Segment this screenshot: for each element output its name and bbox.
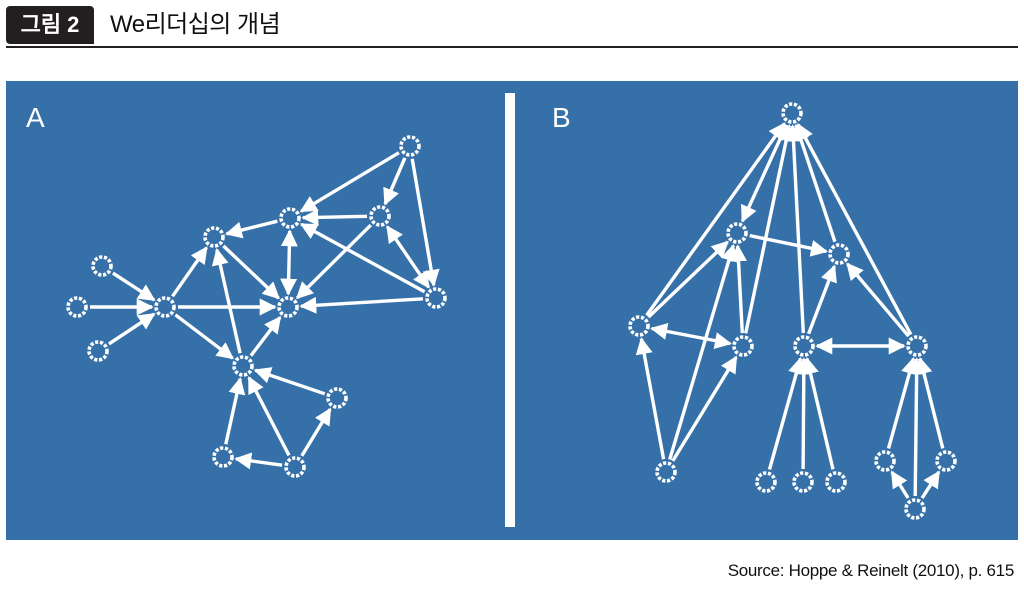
- gear-node-icon: [755, 471, 777, 493]
- arrow-edge-a9-a6: [301, 208, 368, 226]
- panel-b-label: B: [552, 102, 571, 133]
- arrow-edge-b1-b2: [740, 124, 789, 223]
- arrow-edge-b14-b12: [890, 470, 910, 499]
- arrow-edge-b7-b3: [846, 262, 910, 338]
- gear-node-icon: [399, 135, 421, 157]
- arrow-edge-a14-a13: [234, 452, 283, 470]
- arrow-edge-b14-b7: [908, 357, 926, 497]
- gear-node-icon: [655, 461, 677, 483]
- arrow-edge-b7-b1: [796, 123, 913, 336]
- panel-divider: [505, 93, 515, 527]
- gear-node-icon: [825, 471, 847, 493]
- arrow-edge-a5-a7: [222, 244, 280, 300]
- network-diagram: A B: [6, 81, 1018, 540]
- arrow-edge-a8-a7: [249, 315, 282, 357]
- network-edges: [90, 122, 945, 500]
- arrow-edge-b11-b6: [802, 357, 835, 470]
- arrow-edge-b10-b6: [795, 357, 813, 470]
- arrow-edge-b3-b1: [792, 123, 837, 243]
- arrow-edge-b6-b1: [784, 124, 805, 334]
- arrow-edge-b6-b3: [807, 264, 837, 335]
- arrow-edge-b4-b1: [645, 122, 786, 317]
- arrow-edge-a3-a4: [107, 312, 156, 346]
- gear-node-icon: [203, 226, 225, 248]
- panel-a-label: A: [26, 102, 45, 133]
- arrow-edge-b5-b1: [744, 124, 795, 334]
- arrow-edge-b4-b5: [650, 323, 732, 349]
- arrow-edge-a10-a6: [299, 151, 400, 213]
- gear-node-icon: [874, 450, 896, 472]
- arrow-edge-a6-a5: [224, 219, 278, 239]
- gear-node-icon: [828, 243, 850, 265]
- arrow-edge-b13-b7: [915, 356, 945, 449]
- gear-node-icon: [232, 355, 254, 377]
- gear-node-icon: [628, 315, 650, 337]
- gear-node-icon: [369, 205, 391, 227]
- arrow-edge-a12-a8: [253, 367, 326, 396]
- arrow-edge-a9-a7: [295, 223, 372, 300]
- arrow-edge-b8-b4: [635, 337, 666, 460]
- figure-number-badge: 그림 2: [6, 6, 94, 44]
- arrow-edge-a14-a8: [247, 376, 291, 457]
- arrow-edge-a14-a12: [300, 407, 332, 457]
- arrow-edge-a4-a8: [174, 313, 234, 360]
- arrow-edge-a6-a7: [280, 229, 298, 296]
- arrow-edge-a11-a9: [385, 225, 431, 289]
- arrow-edge-b5-b2: [730, 244, 747, 334]
- gear-node-icon: [732, 335, 754, 357]
- gear-node-icon: [279, 207, 301, 229]
- arrow-edge-a8-a5: [211, 248, 242, 354]
- source-citation: Source: Hoppe & Reinelt (2010), p. 615: [727, 561, 1015, 580]
- gear-node-icon: [91, 255, 113, 277]
- gear-node-icon: [425, 287, 447, 309]
- gear-node-icon: [66, 296, 88, 318]
- figure-header: 그림 2 We리더십의 개념: [6, 6, 1018, 50]
- gear-node-icon: [726, 222, 748, 244]
- gear-node-icon: [904, 498, 926, 520]
- gear-node-icon: [326, 387, 348, 409]
- arrow-edge-b4-b2: [647, 240, 729, 319]
- gear-node-icon: [781, 102, 803, 124]
- header-rule: [6, 46, 1018, 48]
- gear-node-icon: [935, 450, 957, 472]
- arrow-edge-b8-b5: [671, 355, 738, 462]
- gear-node-icon: [284, 456, 306, 478]
- arrow-edge-b9-b6: [767, 356, 805, 470]
- arrow-edge-a10-a9: [383, 157, 407, 206]
- network-nodes: [66, 102, 957, 520]
- gear-node-icon: [793, 335, 815, 357]
- figure-title: We리더십의 개념: [110, 11, 281, 38]
- arrow-edge-b8-b2: [668, 243, 738, 460]
- arrow-edge-a13-a8: [224, 377, 246, 445]
- gear-node-icon: [87, 340, 109, 362]
- arrow-edge-a11-a7: [299, 296, 424, 314]
- gear-node-icon: [277, 296, 299, 318]
- gear-node-icon: [154, 296, 176, 318]
- arrow-edge-b14-b13: [920, 470, 941, 500]
- gear-node-icon: [792, 471, 814, 493]
- gear-node-icon: [212, 446, 234, 468]
- arrow-edge-a4-a5: [171, 246, 208, 298]
- arrow-edge-b2-b3: [749, 233, 828, 257]
- gear-node-icon: [906, 335, 928, 357]
- arrow-edge-a1-a4: [111, 271, 156, 302]
- arrow-edge-a10-a11: [410, 158, 440, 287]
